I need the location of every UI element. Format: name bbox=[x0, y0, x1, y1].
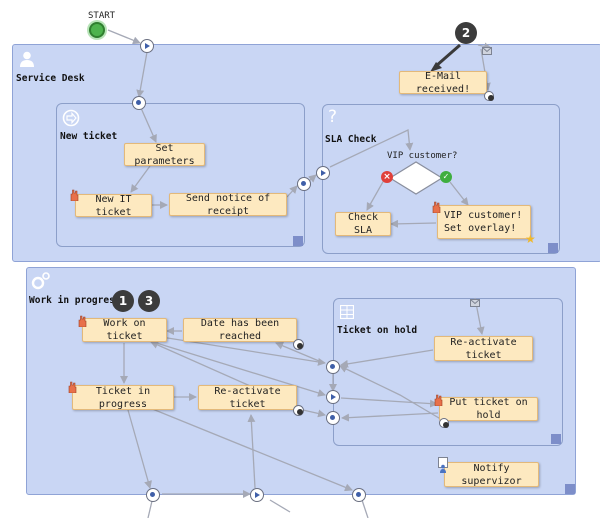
task-work-on-ticket[interactable]: Work on ticket bbox=[82, 318, 167, 342]
gateway-label: VIP customer? bbox=[387, 151, 458, 161]
task-put-on-hold[interactable]: Put ticket on hold bbox=[439, 397, 538, 421]
task-vip-overlay[interactable]: VIP customer! Set overlay! bbox=[437, 205, 531, 239]
green-check-icon: ✓ bbox=[440, 171, 452, 183]
task-ticket-in-progress[interactable]: Ticket in progress bbox=[72, 385, 174, 410]
step-badge-2: 2 bbox=[455, 22, 477, 44]
pool-label-work-in-progress: Work in progress bbox=[29, 295, 121, 306]
subprocess-label-ticket-on-hold: Ticket on hold bbox=[337, 325, 418, 336]
hand-icon bbox=[431, 198, 441, 214]
red-x-icon: × bbox=[381, 171, 393, 183]
subprocess-label-sla-check: SLA Check bbox=[325, 134, 377, 145]
flow-node-triangle[interactable] bbox=[326, 390, 340, 404]
person-icon bbox=[438, 457, 448, 473]
star-icon: ★ bbox=[525, 232, 536, 246]
edge bbox=[147, 500, 153, 518]
task-new-it-ticket[interactable]: New IT ticket bbox=[75, 194, 152, 218]
envelope-icon bbox=[470, 292, 480, 307]
flow-node[interactable] bbox=[297, 177, 311, 191]
hand-icon bbox=[77, 312, 87, 328]
edge bbox=[269, 499, 291, 513]
task-check-sla[interactable]: Check SLA bbox=[335, 212, 391, 236]
start-label: START bbox=[88, 11, 116, 21]
flow-node[interactable] bbox=[132, 96, 146, 110]
grid-icon bbox=[339, 304, 355, 320]
arrow-circle-icon bbox=[62, 109, 80, 127]
gears-icon bbox=[31, 272, 51, 290]
task-notify-supervisor[interactable]: Notify supervizor bbox=[444, 462, 539, 487]
question-icon: ? bbox=[328, 107, 338, 127]
flow-node[interactable] bbox=[326, 360, 340, 374]
flow-node[interactable] bbox=[146, 488, 160, 502]
user-icon bbox=[20, 51, 34, 67]
task-date-reached[interactable]: Date has been reached bbox=[183, 318, 297, 342]
hand-icon bbox=[433, 391, 443, 407]
hand-icon bbox=[67, 378, 77, 394]
envelope-icon bbox=[482, 40, 492, 55]
task-reactivate-ticket[interactable]: Re-activate ticket bbox=[198, 385, 297, 410]
pool-corner-marker bbox=[565, 484, 575, 494]
edge bbox=[361, 499, 369, 518]
flow-node-triangle[interactable] bbox=[140, 39, 154, 53]
subprocess-label-new-ticket: New ticket bbox=[60, 131, 118, 142]
start-event-icon[interactable] bbox=[89, 22, 105, 38]
subprocess-corner-marker bbox=[548, 243, 558, 253]
flow-node[interactable] bbox=[326, 411, 340, 425]
subprocess-new-ticket[interactable] bbox=[56, 103, 305, 247]
task-reactivate-ticket-hold[interactable]: Re-activate ticket bbox=[434, 336, 533, 361]
edge bbox=[107, 29, 141, 45]
timer-icon[interactable] bbox=[293, 339, 304, 350]
flow-node-triangle[interactable] bbox=[316, 166, 330, 180]
task-email-received[interactable]: E-Mail received! bbox=[399, 71, 487, 95]
flow-node-triangle[interactable] bbox=[250, 488, 264, 502]
step-badge-1: 1 bbox=[112, 290, 134, 312]
hand-icon bbox=[69, 186, 79, 202]
subprocess-corner-marker bbox=[551, 434, 561, 444]
subprocess-corner-marker bbox=[293, 236, 303, 246]
task-set-parameters[interactable]: Set parameters bbox=[124, 143, 205, 167]
pool-label-service-desk: Service Desk bbox=[16, 73, 85, 84]
timer-icon[interactable] bbox=[484, 91, 494, 101]
task-send-notice[interactable]: Send notice of receipt bbox=[169, 193, 287, 217]
timer-icon[interactable] bbox=[293, 405, 304, 416]
timer-icon[interactable] bbox=[439, 418, 449, 428]
flow-node[interactable] bbox=[352, 488, 366, 502]
step-badge-3: 3 bbox=[138, 290, 160, 312]
